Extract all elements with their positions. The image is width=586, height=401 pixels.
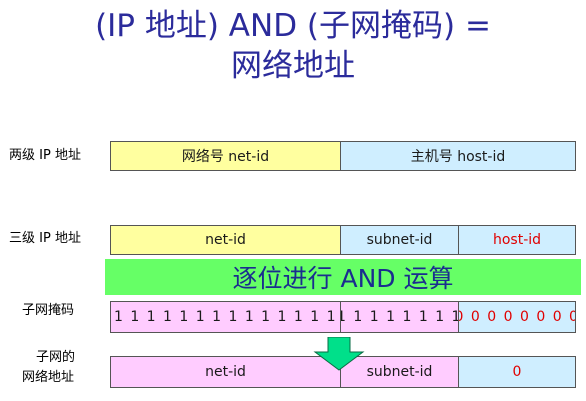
subnet-mask-label: 子网掩码 bbox=[22, 303, 75, 318]
down-arrow-icon bbox=[313, 337, 365, 371]
title-line-2: 网络地址 bbox=[231, 48, 355, 84]
result-net-id-cell: net-id bbox=[110, 356, 341, 388]
three-level-net-id-cell: net-id bbox=[110, 225, 341, 255]
two-level-net-id-cell: 网络号 net-id bbox=[110, 141, 341, 171]
subnet-network-label-line2: 网络地址 bbox=[22, 370, 75, 385]
two-level-ip-label: 两级 IP 地址 bbox=[9, 148, 81, 163]
three-level-subnet-id-cell: subnet-id bbox=[340, 225, 459, 255]
two-level-host-id-cell: 主机号 host-id bbox=[340, 141, 576, 171]
mask-net-bits-cell: 1 1 1 1 1 1 1 1 1 1 1 1 1 1 1 1 bbox=[110, 301, 341, 333]
mask-host-bits-cell: 0 0 0 0 0 0 0 0 bbox=[458, 301, 576, 333]
result-host-zero-cell: 0 bbox=[458, 356, 576, 388]
three-level-host-id-cell: host-id bbox=[458, 225, 576, 255]
three-level-ip-label: 三级 IP 地址 bbox=[9, 231, 81, 246]
subnet-network-label-line1: 子网的 bbox=[36, 350, 76, 365]
title-line-1: (IP 地址) AND (子网掩码) = bbox=[95, 8, 491, 44]
mask-subnet-bits-cell: 1 1 1 1 1 1 1 1 bbox=[340, 301, 459, 333]
bitwise-and-banner: 逐位进行 AND 运算 bbox=[105, 259, 581, 295]
page-title: (IP 地址) AND (子网掩码) = 网络地址 bbox=[0, 6, 586, 86]
result-subnet-id-cell: subnet-id bbox=[340, 356, 459, 388]
